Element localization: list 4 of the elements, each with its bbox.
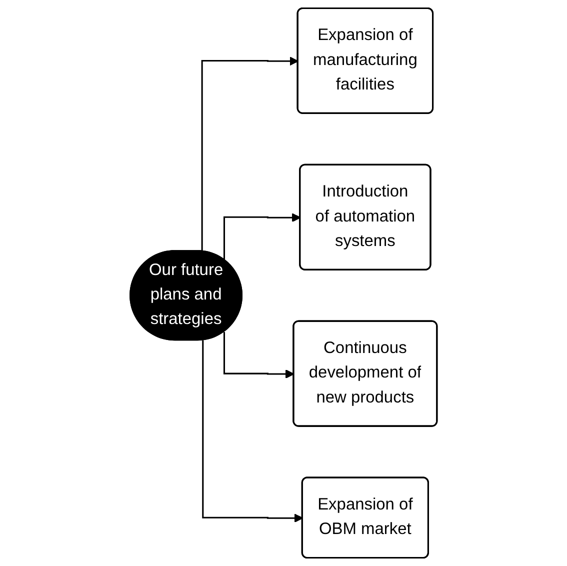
arrow bbox=[201, 56, 298, 252]
arrow bbox=[223, 213, 301, 260]
arrow bbox=[223, 332, 294, 379]
arrow bbox=[202, 340, 304, 523]
